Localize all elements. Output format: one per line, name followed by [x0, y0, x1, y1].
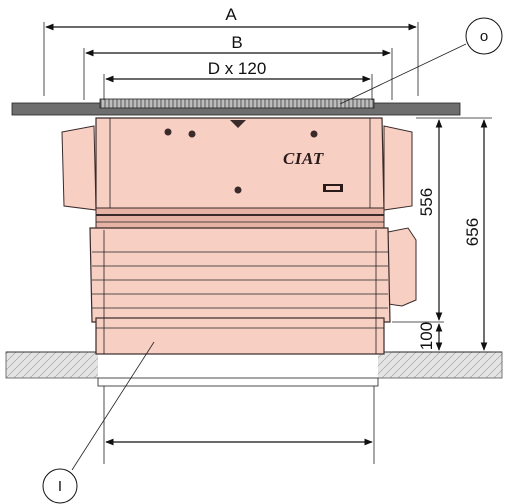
ceiling-opening [97, 377, 379, 464]
ceiling-slab [5, 351, 503, 379]
dimension-556-label: 556 [417, 188, 436, 216]
dimension-d-label: D x 120 [208, 59, 267, 78]
dimension-lines [43, 22, 492, 446]
callout-o: o [339, 17, 503, 105]
dimension-656-label: 656 [463, 218, 482, 246]
dimension-100-label: 100 [417, 322, 436, 350]
dimension-a-label: A [225, 5, 237, 24]
callout-o-label: o [480, 28, 488, 45]
brand-logo: CIAT [283, 149, 324, 168]
dimension-b-label: B [231, 33, 242, 52]
callout-i: I [42, 341, 155, 504]
cassette-unit: CIAT [61, 117, 417, 355]
top-flange [11, 98, 461, 116]
callout-i-label: I [58, 478, 62, 495]
